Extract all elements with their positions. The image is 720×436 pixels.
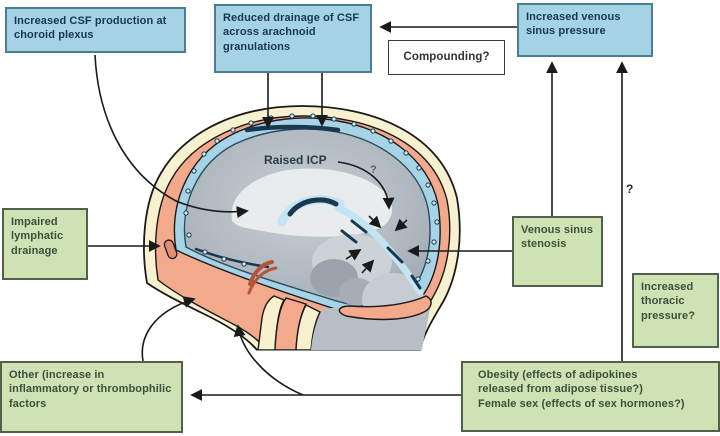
box-venous-sinus-stenosis: Venous sinus stenosis [512, 216, 603, 287]
box-other-factors: Other (increase in inflammatory or throm… [0, 361, 183, 433]
obesity-line-1: Obesity (effects of adipokines [478, 369, 638, 381]
box-obesity-female-sex: Obesity (effects of adipokines released … [461, 361, 720, 432]
label-question-mark-right: ? [626, 182, 634, 196]
arrow-csf-to-choroid [94, 54, 249, 219]
arrow-line-to-neck [233, 324, 304, 396]
box-increased-venous-pressure: Increased venous sinus pressure [517, 3, 653, 57]
box-impaired-lymphatic-drainage: Impaired lymphatic drainage [2, 208, 88, 280]
box-reduced-drainage: Reduced drainage of CSF across arachnoid… [214, 4, 372, 73]
obesity-line-3: Female sex (effects of sex hormones?) [478, 397, 685, 410]
obesity-line-2: released from adipose tissue?) [478, 383, 643, 396]
arachnoid-granulation-dots [183, 113, 440, 282]
box-increased-csf-production: Increased CSF production at choroid plex… [5, 7, 186, 53]
box-increased-thoracic-pressure: Increased thoracic pressure? [632, 273, 719, 348]
tentorium-band [338, 295, 432, 321]
sinus-compression-arrows [345, 215, 408, 274]
box-compounding: Compounding? [388, 40, 505, 75]
nasal-lymphatic [163, 239, 178, 260]
arrow-other-to-head [141, 296, 196, 362]
neck [257, 295, 432, 351]
label-question-mark-brain: ? [370, 164, 377, 176]
label-raised-icp: Raised ICP [264, 153, 327, 167]
connector-arrows [88, 21, 628, 401]
skull-base-arcs [247, 260, 278, 295]
arrow-raised-icp [337, 161, 395, 210]
brainstem-cerebellum [310, 234, 424, 325]
